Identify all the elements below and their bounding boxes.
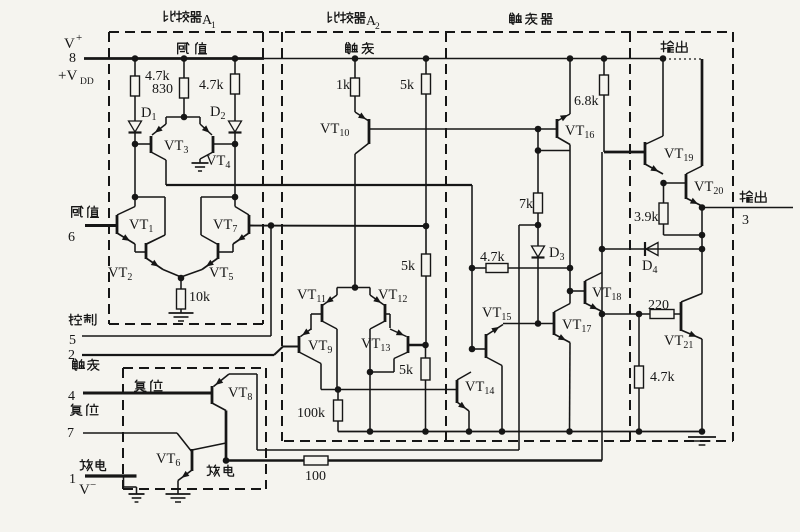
svg-text:8: 8 — [69, 51, 76, 66]
svg-text:VT5: VT5 — [209, 265, 233, 283]
svg-text:5k: 5k — [401, 259, 415, 274]
svg-text:220: 220 — [648, 298, 669, 313]
svg-text:A: A — [202, 13, 213, 28]
svg-text:6: 6 — [68, 230, 75, 245]
svg-text:4.7k: 4.7k — [145, 69, 170, 84]
svg-text:2: 2 — [375, 22, 380, 32]
svg-text:A: A — [366, 14, 377, 29]
svg-text:VT7: VT7 — [213, 217, 237, 235]
svg-text:5: 5 — [69, 333, 76, 348]
svg-text:1: 1 — [211, 21, 216, 31]
svg-text:VT6: VT6 — [156, 451, 180, 469]
svg-text:7k: 7k — [519, 197, 533, 212]
svg-text:1: 1 — [69, 472, 76, 487]
svg-text:3.9k: 3.9k — [634, 210, 659, 225]
svg-text:+: + — [76, 32, 82, 44]
svg-text:VT8: VT8 — [228, 385, 252, 403]
svg-text:4: 4 — [68, 389, 75, 404]
svg-text:100k: 100k — [297, 406, 325, 421]
svg-text:5k: 5k — [399, 363, 413, 378]
svg-text:4.7k: 4.7k — [650, 370, 675, 385]
svg-text:VT9: VT9 — [308, 338, 332, 356]
svg-text:10k: 10k — [189, 290, 210, 305]
svg-text:830: 830 — [152, 82, 173, 97]
svg-text:DD: DD — [80, 77, 94, 87]
svg-text:VT3: VT3 — [164, 138, 188, 156]
svg-text:−: − — [90, 479, 96, 491]
svg-text:3: 3 — [742, 213, 749, 228]
svg-text:4.7k: 4.7k — [199, 78, 224, 93]
svg-text:5k: 5k — [400, 78, 414, 93]
svg-text:6.8k: 6.8k — [574, 94, 599, 109]
svg-text:VT2: VT2 — [108, 265, 132, 283]
svg-text:7: 7 — [67, 426, 74, 441]
svg-text:V: V — [64, 36, 75, 52]
svg-text:2: 2 — [68, 348, 75, 363]
svg-text:+V: +V — [58, 68, 77, 84]
svg-text:1k: 1k — [336, 78, 350, 93]
svg-text:VT1: VT1 — [129, 217, 153, 235]
svg-text:100: 100 — [305, 469, 326, 484]
svg-text:V: V — [79, 482, 90, 498]
svg-text:VT4: VT4 — [206, 153, 230, 171]
svg-text:4.7k: 4.7k — [480, 250, 505, 265]
